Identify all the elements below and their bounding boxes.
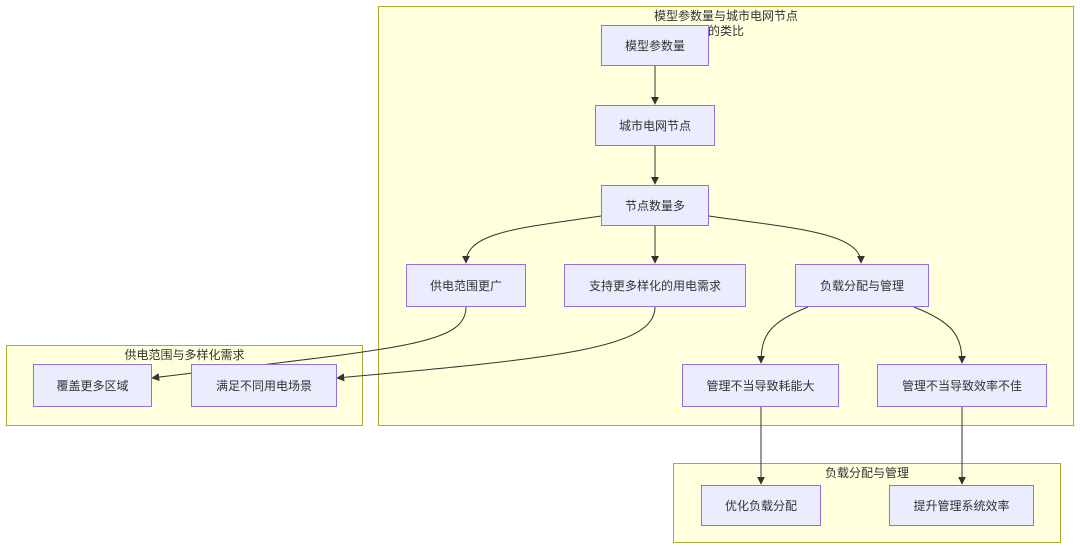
node-high-consumption[interactable]: 管理不当导致耗能大 bbox=[682, 364, 839, 407]
node-wide-coverage[interactable]: 供电范围更广 bbox=[406, 264, 526, 307]
node-improve-efficiency[interactable]: 提升管理系统效率 bbox=[889, 485, 1034, 526]
cluster-title-line-2: 的类比 bbox=[707, 24, 744, 38]
cluster-title-supply-and-demand: 供电范围与多样化需求 bbox=[124, 348, 245, 362]
node-load-mgmt[interactable]: 负载分配与管理 bbox=[795, 264, 929, 307]
node-model-params[interactable]: 模型参数量 bbox=[601, 25, 709, 66]
node-cover-more[interactable]: 覆盖更多区域 bbox=[33, 364, 152, 407]
cluster-title-line-1: 模型参数量与城市电网节点 bbox=[653, 9, 798, 23]
cluster-title-load-management: 负载分配与管理 bbox=[824, 466, 909, 480]
node-low-efficiency[interactable]: 管理不当导致效率不佳 bbox=[877, 364, 1047, 407]
node-meet-scenarios[interactable]: 满足不同用电场景 bbox=[191, 364, 337, 407]
node-diverse-demand[interactable]: 支持更多样化的用电需求 bbox=[564, 264, 746, 307]
cluster-model-grid-analogy: 模型参数量与城市电网节点 的类比 bbox=[378, 6, 1074, 426]
node-grid-nodes[interactable]: 城市电网节点 bbox=[595, 105, 715, 146]
node-many-nodes[interactable]: 节点数量多 bbox=[601, 185, 709, 226]
cluster-title-model-grid-analogy: 模型参数量与城市电网节点 的类比 bbox=[379, 9, 1073, 39]
node-optimize-alloc[interactable]: 优化负载分配 bbox=[701, 485, 821, 526]
